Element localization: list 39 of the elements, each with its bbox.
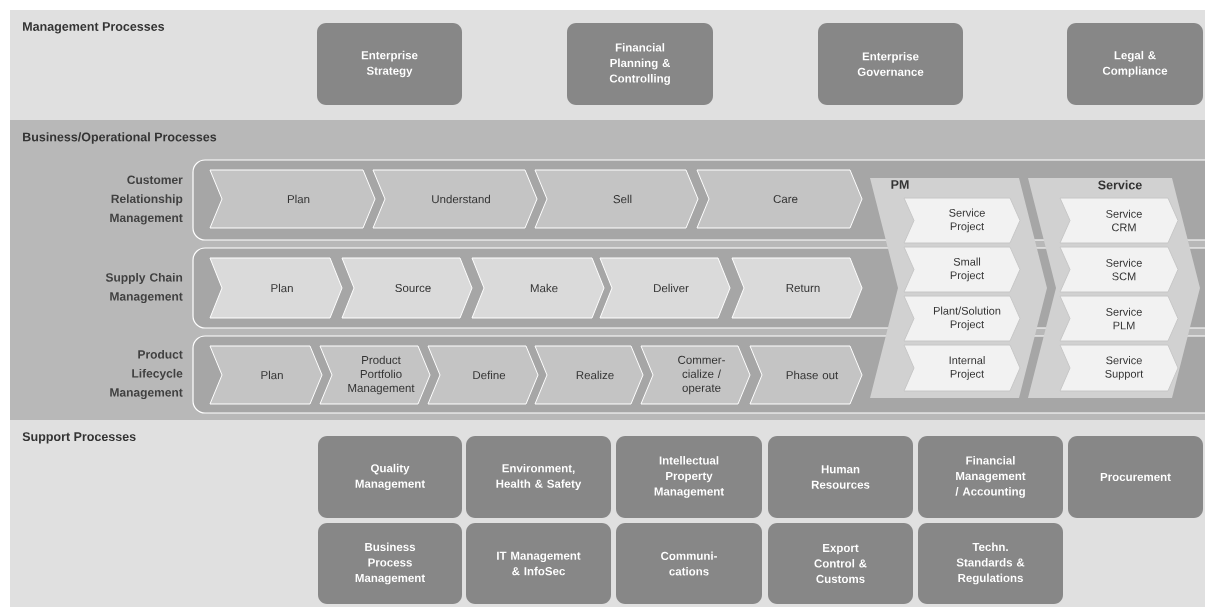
chevron-step: Understand bbox=[372, 169, 538, 229]
chevron-step: Service Support bbox=[1059, 344, 1179, 392]
chevron-step: Return bbox=[731, 257, 863, 319]
chevron-step: Plan bbox=[209, 345, 323, 405]
process-box: Legal & Compliance bbox=[1067, 23, 1203, 105]
process-box: Intellectual Property Management bbox=[616, 436, 762, 518]
process-box: Business Process Management bbox=[318, 523, 462, 604]
node-label: Service bbox=[1098, 180, 1142, 190]
process-box: Enterprise Governance bbox=[818, 23, 963, 105]
chevron-step: Care bbox=[696, 169, 863, 229]
chevron-step: Plan bbox=[209, 169, 376, 229]
node-label: Supply Chain Management bbox=[105, 272, 183, 304]
process-box: Procurement bbox=[1068, 436, 1203, 518]
chevron-step: Service SCM bbox=[1059, 246, 1179, 293]
process-box: Financial Planning & Controlling bbox=[567, 23, 713, 105]
chevron-step: Source bbox=[341, 257, 473, 319]
process-box: Environment, Health & Safety bbox=[466, 436, 611, 518]
chevron-step: Deliver bbox=[599, 257, 731, 319]
chevron-step: Make bbox=[471, 257, 605, 319]
process-box: Enterprise Strategy bbox=[317, 23, 462, 105]
process-box: Quality Management bbox=[318, 436, 462, 518]
chevron-step: Service CRM bbox=[1059, 197, 1179, 244]
process-box: Financial Management / Accounting bbox=[918, 436, 1063, 518]
chevron-step: Sell bbox=[534, 169, 699, 229]
chevron-step: Service Project bbox=[903, 197, 1021, 244]
process-box: Communi- cations bbox=[616, 523, 762, 604]
chevron-step: Internal Project bbox=[903, 344, 1021, 392]
node-label: Product Lifecycle Management bbox=[110, 349, 183, 400]
node-label: Customer Relationship Management bbox=[110, 175, 183, 225]
chevron-step: Phase out bbox=[749, 345, 863, 405]
chevron-step: Small Project bbox=[903, 246, 1021, 293]
process-box: IT Management & InfoSec bbox=[466, 523, 611, 604]
chevron-step: Plant/Solution Project bbox=[903, 295, 1021, 342]
process-box: Human Resources bbox=[768, 436, 913, 518]
process-box: Export Control & Customs bbox=[768, 523, 913, 604]
chevron-step: Plan bbox=[209, 257, 343, 319]
chevron-step: Service PLM bbox=[1059, 295, 1179, 342]
process-box: Techn. Standards & Regulations bbox=[918, 523, 1063, 604]
node-label: PM bbox=[891, 180, 909, 189]
